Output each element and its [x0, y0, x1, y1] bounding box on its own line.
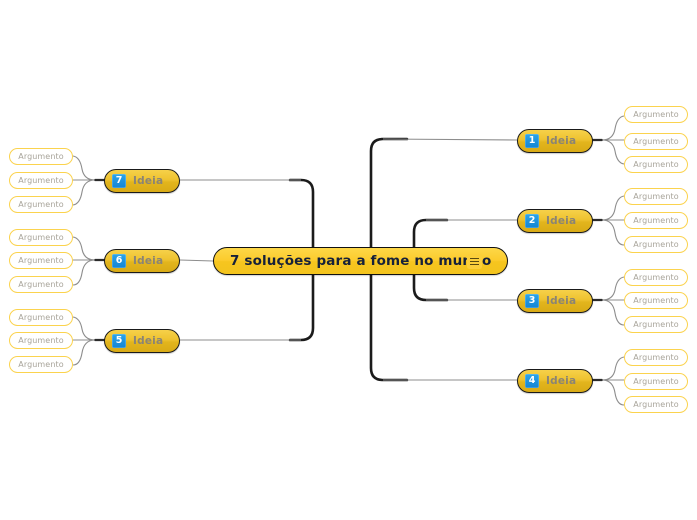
- menu-line-1: [470, 257, 479, 259]
- argument-node[interactable]: Argumento: [624, 236, 688, 253]
- root-node-label: 7 soluções para a fome no mundo: [230, 253, 492, 269]
- idea-number-badge: 2: [525, 214, 539, 228]
- argument-node[interactable]: Argumento: [624, 292, 688, 309]
- argument-node[interactable]: Argumento: [9, 332, 73, 349]
- idea-node-label: Ideia: [133, 335, 164, 347]
- argument-node[interactable]: Argumento: [9, 172, 73, 189]
- argument-node[interactable]: Argumento: [624, 373, 688, 390]
- menu-line-3: [470, 264, 479, 266]
- idea-node-label: Ideia: [546, 215, 577, 227]
- idea-node-2[interactable]: 2 Ideia: [517, 209, 593, 233]
- argument-node[interactable]: Argumento: [624, 106, 688, 123]
- idea-node-1[interactable]: 1 Ideia: [517, 129, 593, 153]
- idea-node-label: Ideia: [546, 135, 577, 147]
- menu-line-2: [470, 260, 479, 263]
- idea-node-5[interactable]: 5 Ideia: [104, 329, 180, 353]
- argument-node[interactable]: Argumento: [9, 148, 73, 165]
- argument-node[interactable]: Argumento: [9, 196, 73, 213]
- idea-number-badge: 7: [112, 174, 126, 188]
- argument-node[interactable]: Argumento: [624, 188, 688, 205]
- argument-node[interactable]: Argumento: [624, 349, 688, 366]
- idea-node-label: Ideia: [546, 295, 577, 307]
- argument-node[interactable]: Argumento: [9, 229, 73, 246]
- idea-node-label: Ideia: [133, 175, 164, 187]
- argument-node[interactable]: Argumento: [9, 276, 73, 293]
- argument-node[interactable]: Argumento: [624, 316, 688, 333]
- argument-node[interactable]: Argumento: [624, 156, 688, 173]
- hamburger-menu-icon[interactable]: [467, 254, 482, 269]
- idea-number-badge: 4: [525, 374, 539, 388]
- idea-node-6[interactable]: 6 Ideia: [104, 249, 180, 273]
- idea-node-7[interactable]: 7 Ideia: [104, 169, 180, 193]
- argument-node[interactable]: Argumento: [624, 396, 688, 413]
- idea-node-label: Ideia: [546, 375, 577, 387]
- idea-node-4[interactable]: 4 Ideia: [517, 369, 593, 393]
- argument-node[interactable]: Argumento: [624, 133, 688, 150]
- argument-node[interactable]: Argumento: [9, 356, 73, 373]
- argument-node[interactable]: Argumento: [624, 212, 688, 229]
- idea-node-3[interactable]: 3 Ideia: [517, 289, 593, 313]
- argument-node[interactable]: Argumento: [9, 309, 73, 326]
- idea-number-badge: 1: [525, 134, 539, 148]
- idea-number-badge: 5: [112, 334, 126, 348]
- idea-number-badge: 6: [112, 254, 126, 268]
- idea-node-label: Ideia: [133, 255, 164, 267]
- root-node[interactable]: 7 soluções para a fome no mundo: [213, 247, 509, 275]
- idea-number-badge: 3: [525, 294, 539, 308]
- argument-node[interactable]: Argumento: [9, 252, 73, 269]
- argument-node[interactable]: Argumento: [624, 269, 688, 286]
